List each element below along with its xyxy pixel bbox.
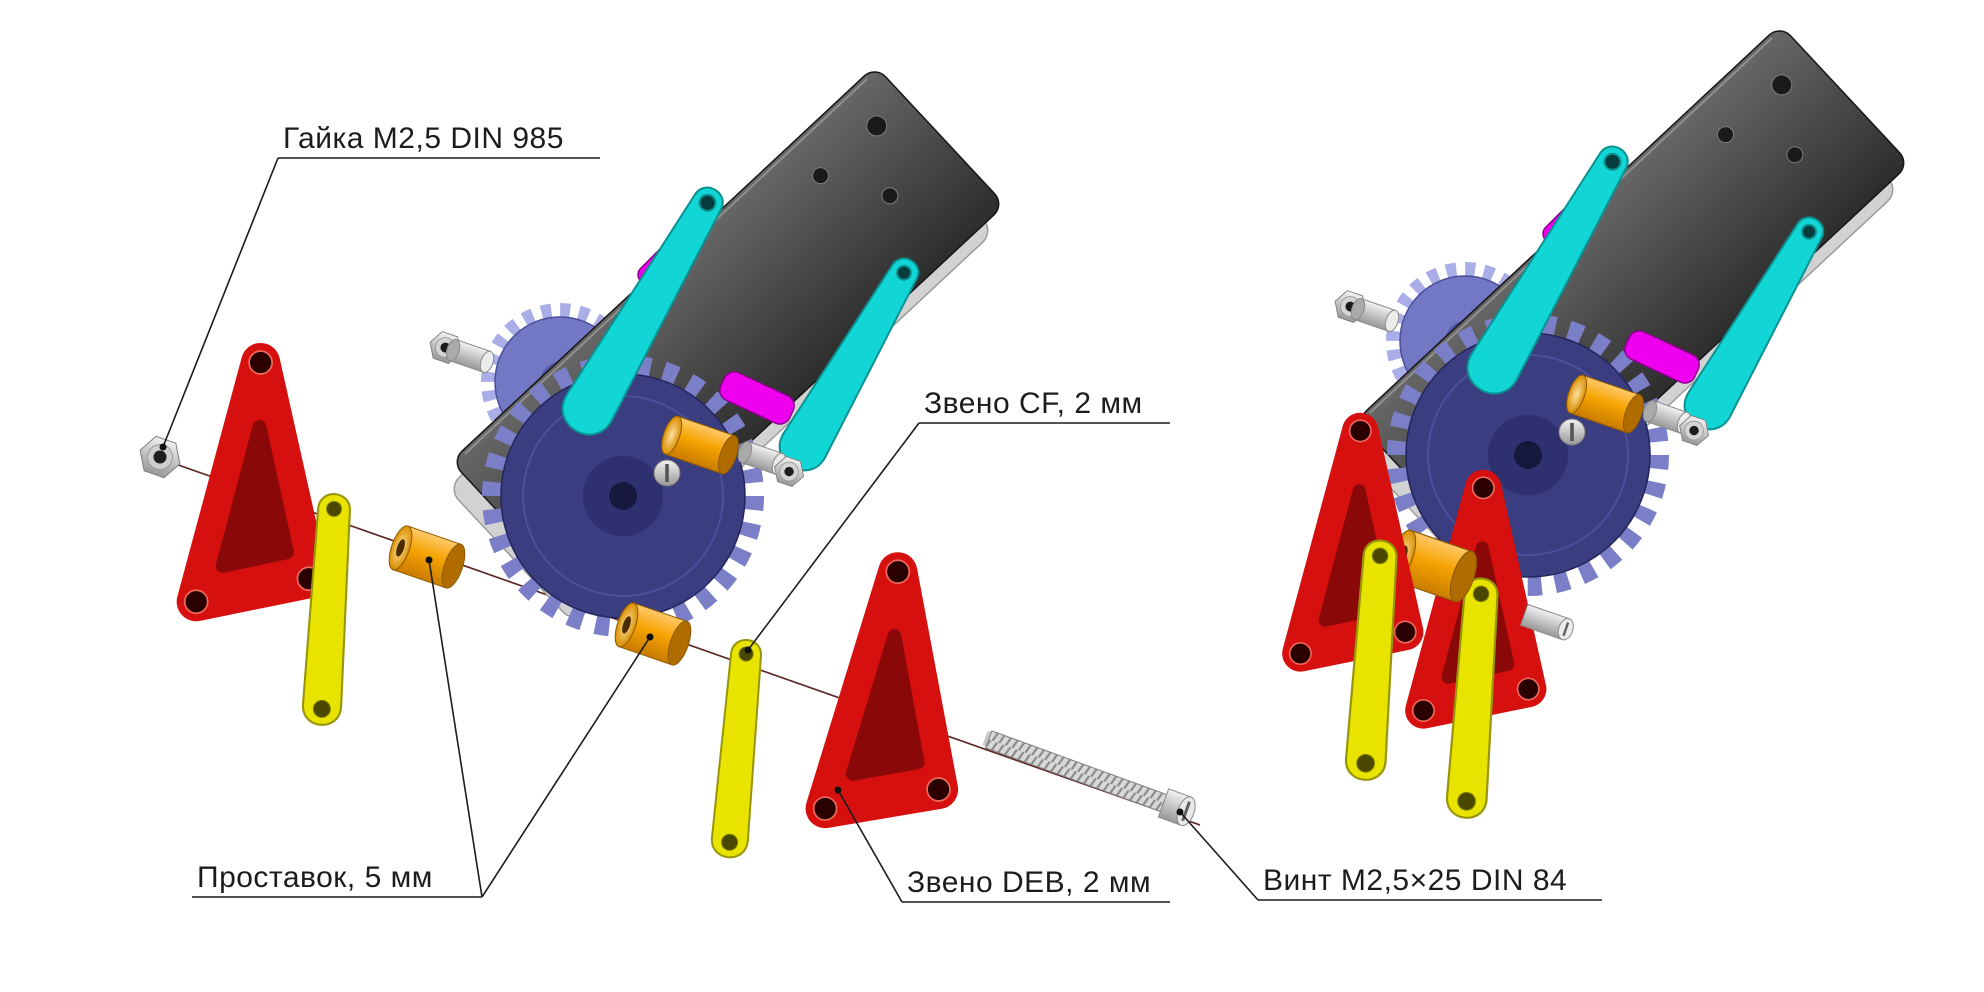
callout-nut-leader [162, 157, 279, 448]
screw-tip-pin [1519, 603, 1574, 641]
callout-spacer-leader-2 [481, 636, 651, 898]
nut-m25 [139, 435, 181, 479]
callout-link-cf-leader [747, 422, 920, 651]
screw-m25x25 [982, 730, 1196, 827]
link-deb-rear [813, 558, 958, 825]
link-cf-rear [709, 637, 767, 860]
callout-screw-leader [1179, 811, 1259, 901]
callout-screw: Винт М2,5×25 DIN 84 [1176, 808, 1602, 901]
callout-nut-dot [159, 443, 167, 451]
callout-link-cf-label: Звено CF, 2 мм [924, 387, 1143, 420]
callout-spacer-label: Проставок, 5 мм [197, 861, 433, 894]
callout-screw-label: Винт М2,5×25 DIN 84 [1263, 864, 1567, 897]
callout-spacer-dot-2 [646, 633, 654, 641]
callout-nut-label: Гайка М2,5 DIN 985 [283, 122, 564, 155]
callout-nut: Гайка М2,5 DIN 985 [159, 122, 600, 451]
callout-link-cf-dot [744, 646, 752, 654]
callout-spacer: Проставок, 5 мм [192, 556, 654, 898]
callout-link-deb-label: Звено DEB, 2 мм [907, 866, 1151, 899]
callouts: Гайка М2,5 DIN 985 Звено CF, 2 мм Проста… [159, 122, 1602, 903]
assembled-view [1290, 25, 1910, 821]
callout-link-deb-dot [834, 786, 842, 794]
callout-screw-dot [1176, 808, 1184, 816]
callout-spacer-dot-1 [425, 556, 433, 564]
mechanism-right [1331, 25, 1910, 586]
callout-link-deb-leader [837, 789, 903, 903]
callout-spacer-leader-1 [428, 559, 483, 898]
callout-link-cf: Звено CF, 2 мм [744, 387, 1170, 654]
exploded-view [139, 66, 1201, 860]
spacer-front [384, 522, 470, 592]
callout-link-deb: Звено DEB, 2 мм [834, 786, 1170, 903]
link-deb-front [185, 351, 321, 613]
